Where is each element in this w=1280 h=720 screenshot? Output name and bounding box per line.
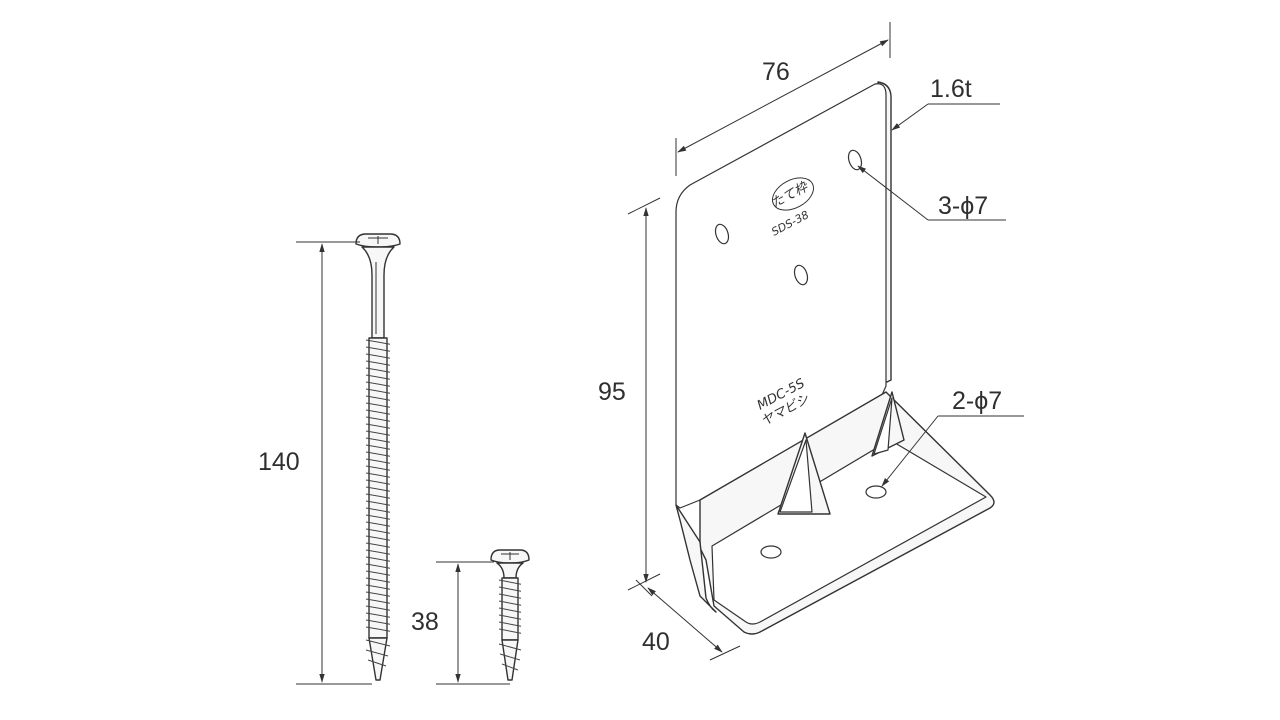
lower-holes-label: 2-ϕ7: [952, 387, 1002, 415]
short-screw-dimension: [436, 561, 510, 685]
upper-hole-3: [793, 264, 809, 286]
long-screw-dimension: [296, 241, 372, 685]
lower-holes-leader: [881, 415, 1024, 487]
bracket: [675, 81, 995, 635]
height-dimension: [627, 197, 661, 591]
long-screw: [355, 233, 401, 681]
thickness-leader: [891, 103, 1000, 131]
lower-hole-2: [760, 545, 782, 559]
upper-hole-2: [714, 223, 730, 245]
width-dimension: [675, 22, 891, 176]
long-screw-length-label: 140: [258, 448, 300, 476]
short-screw: [490, 549, 530, 681]
depth-dimension: [635, 579, 741, 661]
upper-holes-label: 3-ϕ7: [938, 192, 988, 220]
bracket-width-label: 76: [762, 58, 790, 86]
lower-hole-1: [865, 485, 887, 499]
plate-thickness-label: 1.6t: [930, 75, 972, 103]
upper-holes-leader: [857, 165, 1006, 221]
bracket-depth-label: 40: [642, 628, 670, 656]
short-screw-length-label: 38: [411, 608, 439, 636]
bracket-height-label: 95: [598, 378, 626, 406]
